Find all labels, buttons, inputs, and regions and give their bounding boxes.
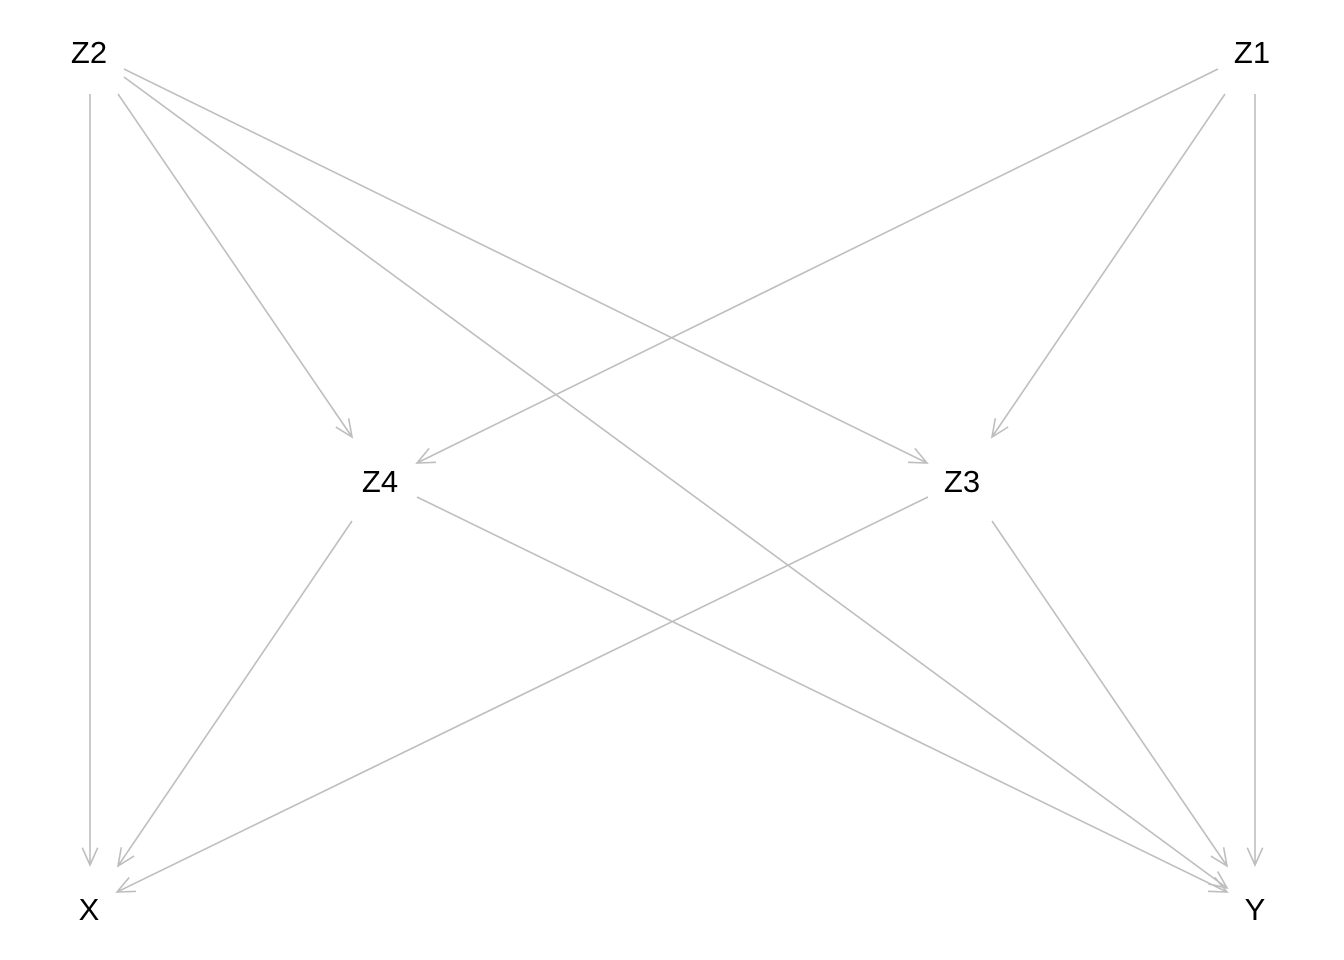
edges-layer [81, 68, 1264, 893]
edge-z2-to-y [123, 76, 1229, 890]
edge-line [416, 496, 1228, 893]
arrowhead [415, 447, 437, 464]
edge-z2-to-x [81, 94, 99, 867]
edge-z1-to-z4 [415, 68, 1219, 464]
arrowhead [990, 418, 1009, 439]
arrowhead [907, 447, 929, 464]
arrowhead [81, 847, 99, 867]
edge-line [123, 68, 928, 464]
node-z1-label: Z1 [1234, 35, 1270, 70]
edge-z3-to-x [115, 496, 929, 893]
edge-line [123, 76, 1228, 889]
edge-line [116, 496, 929, 893]
edge-z1-to-z3 [990, 93, 1226, 439]
edge-z3-to-y [991, 520, 1229, 868]
nodes-layer: Z2 Z1 Z4 Z3 X Y [71, 35, 1270, 927]
node-y-label: Y [1245, 892, 1266, 927]
arrowhead [115, 876, 137, 893]
edge-z1-to-y [1246, 94, 1264, 867]
edge-line [416, 68, 1219, 464]
edge-line [117, 520, 353, 867]
edge-z2-to-z3 [123, 68, 929, 464]
arrowhead [116, 847, 135, 868]
edge-z4-to-x [116, 520, 353, 868]
arrowhead [1246, 847, 1264, 867]
node-x-label: X [79, 892, 100, 927]
edge-line [991, 93, 1226, 438]
arrowhead [1207, 876, 1229, 893]
edge-z2-to-z4 [117, 93, 354, 439]
arrowhead [335, 418, 354, 439]
edge-line [991, 520, 1228, 867]
edge-line [117, 93, 353, 438]
node-z4-label: Z4 [362, 464, 398, 499]
arrowhead [1210, 847, 1229, 868]
edge-z4-to-y [416, 496, 1229, 893]
node-z2-label: Z2 [71, 35, 107, 70]
node-z3-label: Z3 [944, 464, 980, 499]
